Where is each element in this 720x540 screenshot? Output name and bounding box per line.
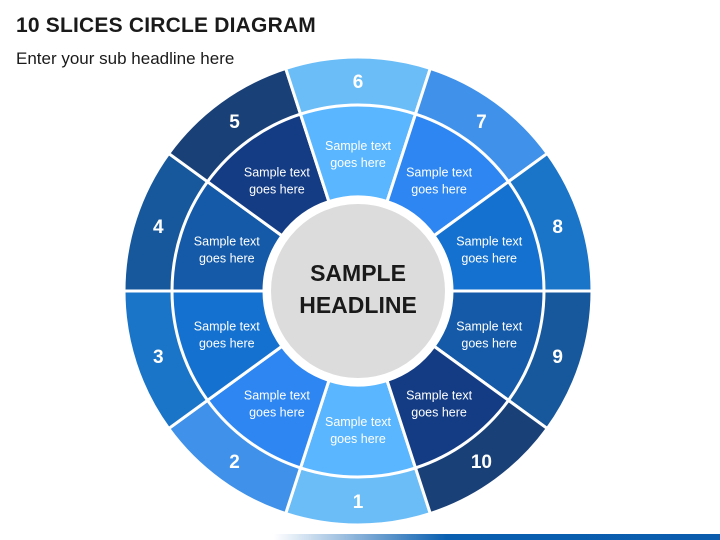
slice-number: 6 — [353, 72, 364, 93]
slice-text-line2: goes here — [249, 406, 305, 420]
center-headline-line2: HEADLINE — [299, 292, 417, 318]
slice-number: 3 — [153, 347, 164, 368]
slice-1: 1 Sample text goes here — [283, 378, 433, 527]
slice-10: 10 Sample text goes here — [385, 344, 550, 516]
slice-text-line1: Sample text — [325, 415, 392, 429]
slice-number: 5 — [229, 112, 240, 133]
slice-text-line1: Sample text — [456, 320, 523, 334]
center-hub: SAMPLE HEADLINE — [264, 197, 452, 385]
slice-number: 9 — [552, 347, 563, 368]
slice-text-line1: Sample text — [325, 139, 392, 153]
slice-9: 9 Sample text goes here — [431, 289, 594, 431]
slice-text-line2: goes here — [330, 156, 386, 170]
page-subtitle: Enter your sub headline here — [16, 49, 235, 68]
slice-text-line1: Sample text — [456, 234, 523, 248]
slice-text-line2: goes here — [199, 251, 255, 265]
footer-bar — [0, 534, 720, 540]
slice-text-line1: Sample text — [194, 234, 261, 248]
slice-number: 2 — [229, 452, 240, 473]
slice-number: 4 — [153, 217, 164, 238]
slice-number: 8 — [552, 217, 563, 238]
slice-text-line1: Sample text — [406, 389, 473, 403]
slice-text-line2: goes here — [461, 251, 517, 265]
slice-number: 10 — [471, 452, 492, 473]
slice-number: 7 — [476, 112, 487, 133]
slice-text-line2: goes here — [461, 337, 517, 351]
slice-number: 1 — [353, 492, 364, 513]
center-headline-line1: SAMPLE — [310, 260, 406, 286]
slice-text-line2: goes here — [411, 182, 467, 196]
page-title: 10 SLICES CIRCLE DIAGRAM — [16, 14, 316, 37]
center-disc — [271, 204, 445, 378]
slice-text-line2: goes here — [249, 182, 305, 196]
slice-text-line2: goes here — [330, 432, 386, 446]
slice-text-line2: goes here — [199, 337, 255, 351]
slice-text-line1: Sample text — [244, 165, 311, 179]
slice-text-line2: goes here — [411, 406, 467, 420]
slice-text-line1: Sample text — [244, 389, 311, 403]
slice-text-line1: Sample text — [194, 320, 261, 334]
slice-text-line1: Sample text — [406, 165, 473, 179]
